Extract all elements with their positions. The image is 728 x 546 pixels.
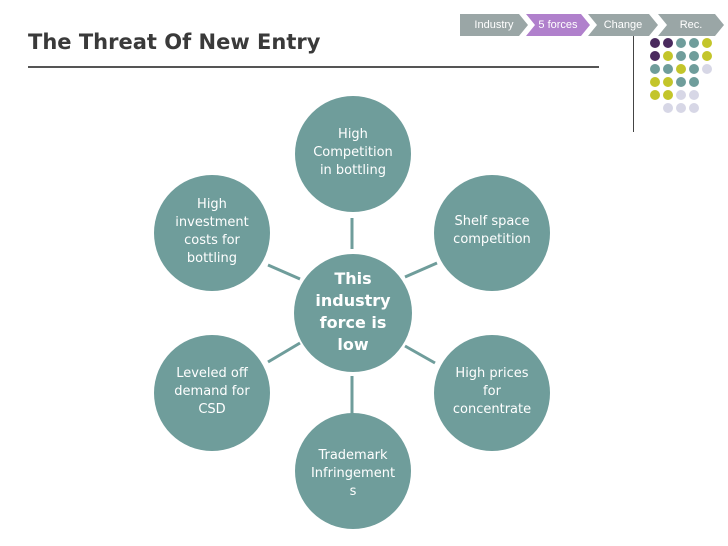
force-node-concentrate-prices: High prices for concentrate: [434, 335, 550, 451]
force-node-competition-bottling: High Competition in bottling: [295, 96, 411, 212]
decorative-dot: [689, 51, 699, 61]
decorative-dot: [663, 38, 673, 48]
connector-lower-right: [404, 344, 436, 365]
title-underline: [28, 66, 599, 68]
decorative-dot: [702, 38, 712, 48]
connector-upper-left: [267, 263, 301, 281]
decorative-dot: [676, 64, 686, 74]
breadcrumb-nav: Industry 5 forces Change Rec.: [460, 14, 724, 36]
force-label: High prices for concentrate: [452, 366, 532, 417]
decorative-dot: [689, 90, 699, 100]
slide-title: The Threat Of New Entry: [28, 30, 321, 54]
force-node-trademark: Trademark Infringement s: [295, 413, 411, 529]
decorative-dot: [663, 77, 673, 87]
decorative-dot: [676, 103, 686, 113]
decorative-dot: [663, 103, 673, 113]
decorative-dot: [663, 51, 673, 61]
nav-step-rec[interactable]: Rec.: [658, 14, 724, 36]
decorative-dot: [676, 51, 686, 61]
center-label: This industry force is low: [315, 269, 391, 354]
decorative-dot: [702, 51, 712, 61]
nav-step-industry[interactable]: Industry: [460, 14, 528, 36]
decorative-dot: [650, 51, 660, 61]
nav-step-change[interactable]: Change: [588, 14, 658, 36]
decorative-dot-grid: [650, 38, 728, 118]
force-node-leveled-demand: Leveled off demand for CSD: [154, 335, 270, 451]
vertical-divider: [633, 28, 634, 132]
decorative-dot: [689, 103, 699, 113]
decorative-dot: [663, 90, 673, 100]
decorative-dot: [650, 90, 660, 100]
force-label: Leveled off demand for CSD: [174, 366, 250, 417]
force-label: High investment costs for bottling: [175, 197, 249, 266]
decorative-dot: [650, 77, 660, 87]
decorative-dot: [663, 64, 673, 74]
connector-upper-right: [404, 261, 438, 279]
nav-step-5-forces[interactable]: 5 forces: [526, 14, 590, 36]
force-label: Trademark Infringement s: [310, 448, 396, 499]
decorative-dot: [689, 77, 699, 87]
force-node-shelf-space: Shelf space competition: [434, 175, 550, 291]
decorative-dot: [676, 77, 686, 87]
force-label: Shelf space competition: [453, 214, 531, 247]
decorative-dot: [676, 90, 686, 100]
center-node: This industry force is low: [294, 254, 412, 372]
decorative-dot: [650, 38, 660, 48]
decorative-dot: [689, 64, 699, 74]
force-label: High Competition in bottling: [313, 127, 393, 178]
decorative-dot: [689, 38, 699, 48]
connector-lower-left: [267, 341, 301, 364]
force-node-investment-costs: High investment costs for bottling: [154, 175, 270, 291]
decorative-dot: [650, 64, 660, 74]
decorative-dot: [702, 64, 712, 74]
decorative-dot: [676, 38, 686, 48]
